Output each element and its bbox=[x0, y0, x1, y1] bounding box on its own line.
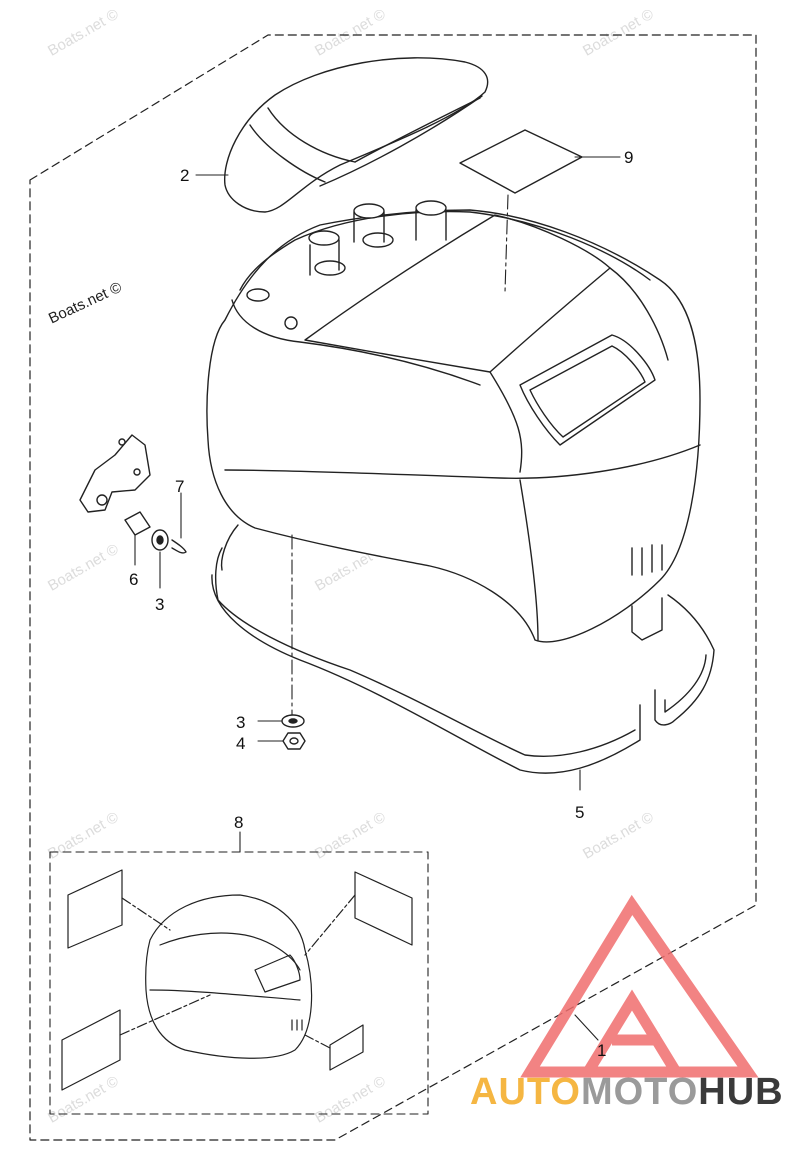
seal-part bbox=[211, 524, 715, 774]
callout-8: 8 bbox=[234, 813, 244, 832]
callout-2: 2 bbox=[180, 166, 190, 185]
automotohub-logo-icon bbox=[520, 894, 759, 1078]
washer-part bbox=[151, 529, 169, 551]
brand-hub: HUB bbox=[698, 1071, 784, 1113]
callout-3-top: 3 bbox=[155, 595, 165, 614]
lower-nut-part bbox=[282, 732, 306, 750]
latch-hook-part bbox=[79, 434, 151, 513]
top-cap-part bbox=[224, 57, 489, 213]
callout-6: 6 bbox=[129, 570, 139, 589]
collar-part bbox=[124, 511, 151, 536]
callout-9: 9 bbox=[624, 148, 634, 167]
brand-moto: MOTO bbox=[580, 1071, 699, 1113]
callout-4: 4 bbox=[236, 734, 246, 753]
clip-part bbox=[171, 539, 187, 554]
brand-auto: AUTO bbox=[470, 1071, 581, 1113]
leader-1 bbox=[574, 1014, 599, 1041]
automotohub-wordmark: AUTOMOTOHUB bbox=[470, 1071, 784, 1114]
callout-7: 7 bbox=[175, 477, 185, 496]
leader-9-vertical bbox=[504, 194, 509, 293]
kit-boundary bbox=[29, 34, 757, 1141]
lower-washer-part bbox=[281, 714, 305, 728]
callout-5: 5 bbox=[575, 803, 585, 822]
callout-1: 1 bbox=[597, 1041, 607, 1060]
decal-kit-box bbox=[49, 851, 429, 1115]
top-decal-part bbox=[459, 129, 583, 194]
decal-kit-drawing bbox=[61, 869, 413, 1091]
callout-3-bottom: 3 bbox=[236, 713, 246, 732]
top-cowling-part bbox=[206, 200, 701, 643]
